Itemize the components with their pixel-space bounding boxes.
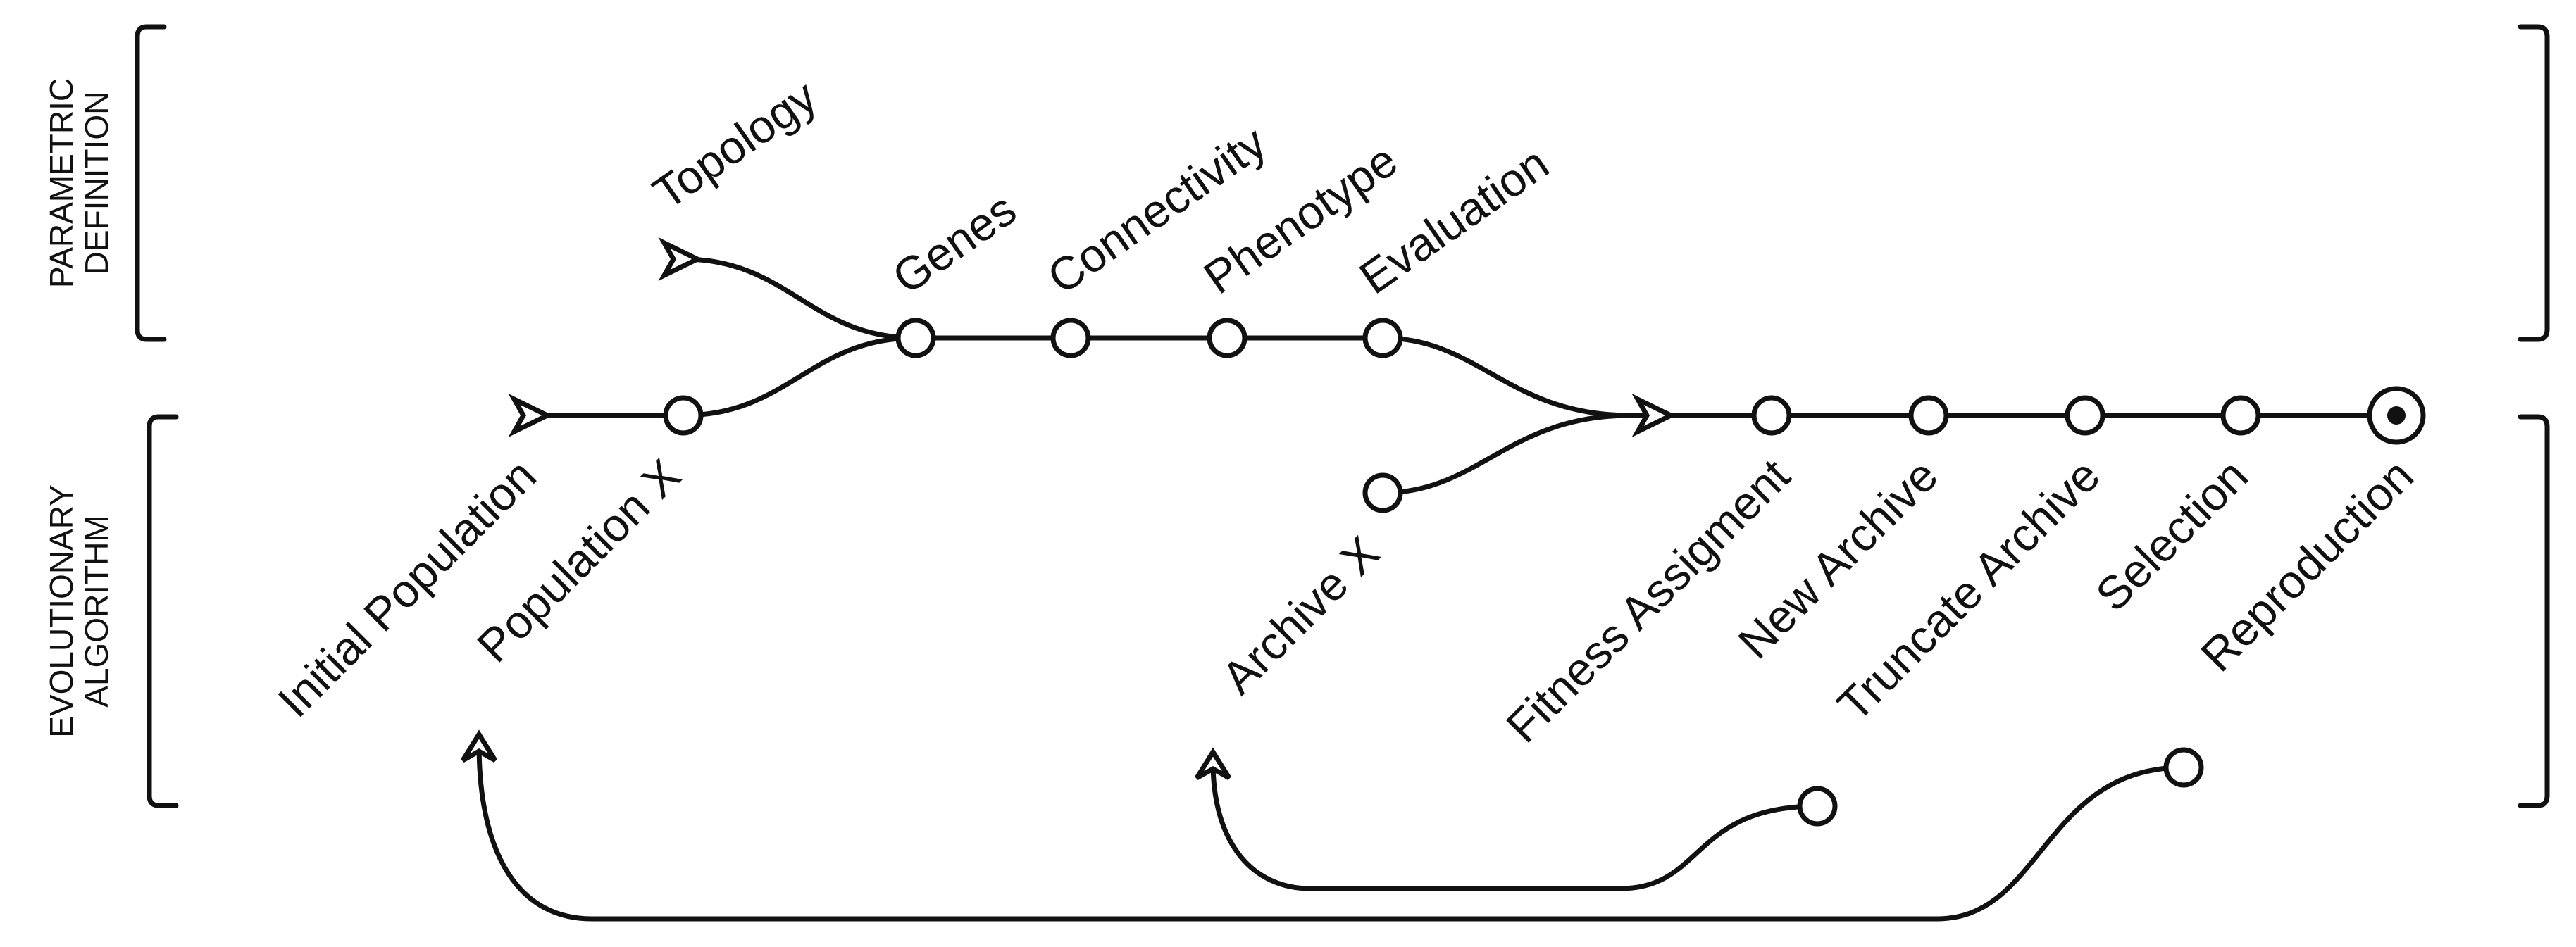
section-label-parametric-line1: PARAMETRIC: [43, 78, 80, 288]
label-selection: Selection: [2086, 449, 2258, 621]
label-fitness-assignment: Fitness Assigment: [1496, 449, 1800, 753]
edge-topology-to-genes: [680, 256, 919, 341]
node-phenotype: [1207, 318, 1247, 358]
bracket-left-evolutionary: [147, 414, 179, 808]
node-selection: [2220, 395, 2261, 436]
node-new-archive: [1908, 395, 1949, 436]
arrow-archive-feedback-icon: [1195, 747, 1231, 781]
section-label-evolutionary-line2: ALGORITHM: [78, 515, 115, 707]
node-archive-x: [1362, 472, 1403, 513]
label-topology: Topology: [644, 70, 826, 219]
bracket-left-parametric: [135, 24, 167, 342]
edge-reproduction-to-population: [476, 740, 2186, 922]
node-truncate-archive: [2065, 395, 2105, 436]
node-genes: [895, 318, 936, 358]
bracket-right-parametric: [2518, 24, 2550, 342]
node-truncate-feedback: [1797, 786, 1838, 827]
label-archive-x: Archive X: [1212, 527, 1389, 704]
arrow-population-feedback-icon: [461, 729, 497, 763]
section-label-evolutionary-line1: EVOLUTIONARY: [43, 484, 80, 738]
section-label-parametric: PARAMETRIC DEFINITION: [43, 78, 115, 288]
node-connectivity: [1050, 318, 1091, 358]
node-reproduction-feedback: [2163, 747, 2204, 788]
node-evaluation: [1362, 318, 1403, 358]
bracket-right-evolutionary: [2518, 414, 2550, 808]
edge-truncate-to-archive: [1210, 759, 1820, 891]
arrow-topology-icon: [658, 237, 703, 282]
section-label-evolutionary: EVOLUTIONARY ALGORITHM: [43, 484, 115, 738]
edge-evaluation-to-fitness: [1380, 335, 1634, 418]
node-population-x: [663, 395, 704, 436]
arrow-initial-population-icon: [508, 393, 553, 438]
label-initial-population: Initial Population: [268, 449, 546, 727]
edge-population-to-genes: [680, 335, 919, 418]
section-label-parametric-line2: DEFINITION: [78, 92, 115, 275]
arrow-fitness-assignment-icon: [1631, 393, 1676, 438]
edge-archive-to-fitness: [1380, 413, 1634, 496]
node-reproduction-end-core: [2387, 406, 2406, 425]
node-fitness-assignment: [1751, 395, 1792, 436]
label-genes: Genes: [883, 182, 1026, 303]
